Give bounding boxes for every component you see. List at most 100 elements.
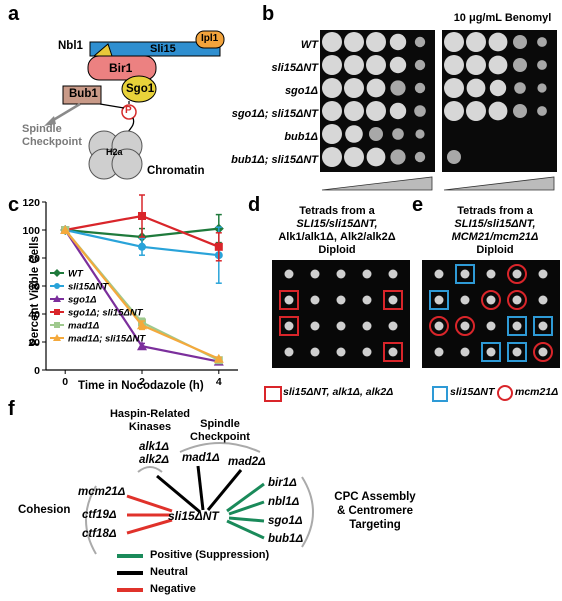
bub1-shape	[62, 85, 102, 105]
colony-spot	[322, 124, 342, 144]
checkpoint-arrow	[49, 102, 81, 124]
spore-colony	[336, 321, 346, 331]
colony-spot	[369, 127, 383, 141]
genotype-square	[481, 342, 501, 362]
series-sgo1Δ; sli15ΔNT	[61, 194, 223, 262]
colony-spot	[414, 82, 426, 94]
nucleosome-shape	[88, 130, 143, 180]
genotype-square	[455, 264, 475, 284]
spore-colony	[460, 295, 470, 305]
colony-spot	[514, 82, 526, 94]
edge-bub1	[226, 519, 265, 540]
spore-colony	[310, 269, 320, 279]
sli15-bar	[89, 41, 221, 57]
colony-spot	[488, 32, 508, 52]
panel-label-f: f	[8, 398, 15, 420]
gene-bub1: bub1Δ	[268, 533, 304, 545]
genotype-circle	[455, 316, 475, 336]
colony-spot	[344, 78, 364, 98]
spore-colony	[538, 295, 548, 305]
strain-label: sgo1Δ; sli15ΔNT	[231, 108, 318, 120]
y-tick-label: 120	[22, 197, 40, 209]
legend-red-square	[264, 386, 282, 402]
gene-ctf18: ctf18Δ	[82, 528, 117, 540]
genotype-square	[429, 290, 449, 310]
colony-spot	[414, 36, 426, 48]
legend-positive: Positive (Suppression)	[150, 549, 270, 561]
colony-spot	[389, 56, 407, 74]
colony-spot	[366, 78, 386, 98]
colony-spot	[344, 147, 364, 167]
phospho-label: P	[125, 105, 132, 116]
h2a-label: H2a	[106, 147, 123, 157]
colony-spot	[444, 55, 464, 75]
edge-alk	[156, 474, 201, 514]
colony-spot	[447, 150, 461, 164]
gene-mad1: mad1Δ	[182, 452, 220, 464]
colony-spot	[414, 105, 426, 117]
gene-center-sli15: sli15ΔNT	[168, 509, 219, 523]
checkpoint-arc	[179, 442, 261, 453]
bir1-label: Bir1	[109, 61, 133, 75]
y-tick-label: 20	[28, 337, 40, 349]
title-line: Diploid	[476, 244, 514, 256]
spore-colony	[460, 269, 470, 279]
spore-colony	[486, 321, 496, 331]
title-line: Tetrads from a	[299, 205, 375, 217]
panel-e-legend-square: sli15ΔNT	[450, 386, 495, 398]
dilution-wedge	[443, 176, 555, 191]
spore-colony	[434, 295, 444, 305]
group-checkpoint: Spindle Checkpoint	[190, 418, 250, 443]
legend-label: mad1Δ	[68, 321, 99, 332]
edge-mad1	[196, 465, 205, 511]
strain-label: bub1Δ	[284, 131, 318, 143]
genotype-square	[533, 316, 553, 336]
genotype-circle	[533, 342, 553, 362]
spore-colony	[310, 321, 320, 331]
spore-colony	[362, 295, 372, 305]
spore-colony	[336, 295, 346, 305]
colony-spot	[322, 101, 342, 121]
sgo1-label: Sgo1	[126, 83, 155, 95]
spore-colony	[434, 321, 444, 331]
genotype-square	[507, 316, 527, 336]
colony-spot	[322, 32, 342, 52]
colony-spot	[322, 78, 342, 98]
gene-mad2: mad2Δ	[228, 456, 266, 468]
edge-mad2	[206, 469, 243, 511]
genotype-circle	[481, 290, 501, 310]
panel-label-d: d	[248, 194, 261, 216]
colony-spot	[344, 55, 364, 75]
colony-spot	[466, 55, 486, 75]
group-haspin: Haspin-Related Kinases	[109, 408, 191, 433]
data-point	[54, 322, 60, 328]
spore-colony	[486, 347, 496, 357]
strain-label: bub1Δ; sli15ΔNT	[231, 154, 318, 166]
colony-spot	[513, 35, 527, 49]
colony-spot	[444, 78, 464, 98]
spore-colony	[336, 347, 346, 357]
strain-label: sgo1Δ	[284, 85, 318, 97]
y-tick-label: 60	[28, 281, 40, 293]
colony-spot	[414, 59, 426, 71]
genotype-square	[383, 290, 403, 310]
dilution-wedge	[321, 176, 433, 191]
data-point	[138, 212, 146, 220]
spot-assay-plates	[320, 30, 557, 191]
colony-spot	[366, 147, 386, 167]
chromatin-label: Chromatin	[147, 165, 205, 177]
spore-colony	[512, 347, 522, 357]
data-point	[53, 295, 61, 302]
colony-spot	[466, 78, 486, 98]
spore-colony	[538, 269, 548, 279]
strain-label: sli15ΔNT	[271, 62, 318, 74]
title-line: SLI15/sli15ΔNT,	[454, 218, 536, 230]
colony-spot	[366, 101, 386, 121]
legend-label: sli15ΔNT	[68, 282, 109, 293]
chart-y-label: Percent Viable Cells	[29, 236, 41, 346]
y-tick-label: 40	[28, 309, 40, 321]
title-line: Alk1/alk1Δ, Alk2/alk2Δ	[278, 231, 396, 243]
panel-label-e: e	[412, 194, 424, 216]
legend-label: sgo1Δ; sli15ΔNT	[68, 308, 144, 319]
spore-colony	[388, 321, 398, 331]
